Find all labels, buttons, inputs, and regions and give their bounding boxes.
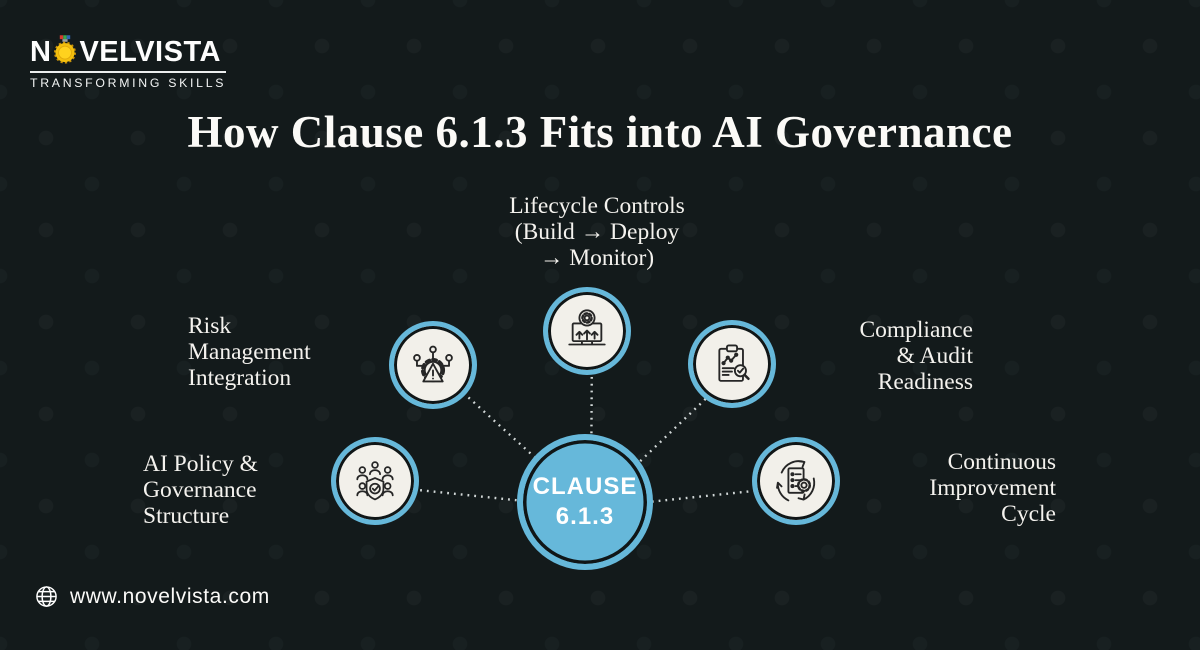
label-risk-management: Risk Management Integration [188, 313, 311, 391]
footer: www.novelvista.com [34, 584, 270, 609]
novelvista-logo: N VELVISTA TRANSFORMING SKILLS [30, 34, 227, 90]
node-compliance-audit [688, 320, 776, 408]
node-risk-management [389, 321, 477, 409]
logo-tagline: TRANSFORMING SKILLS [30, 71, 227, 90]
node-ai-policy-governance [331, 437, 419, 525]
label-continuous-improvement: Continuous Improvement Cycle [929, 449, 1056, 527]
page-title: How Clause 6.1.3 Fits into AI Governance [187, 107, 1013, 157]
team-shield-icon [356, 461, 394, 501]
central-clause-node: CLAUSE 6.1.3 [517, 434, 653, 570]
website-link[interactable]: www.novelvista.com [70, 584, 270, 608]
logo-text-prefix: N [30, 36, 52, 68]
gear-alert-network-icon [413, 345, 453, 383]
label-ai-policy-governance: AI Policy & Governance Structure [143, 451, 258, 529]
central-clause-label: CLAUSE 6.1.3 [532, 473, 638, 530]
logo-text-suffix: VELVISTA [79, 36, 221, 68]
label-compliance-audit: Compliance & Audit Readiness [859, 317, 973, 395]
cycle-checklist-icon [776, 460, 816, 502]
globe-icon [36, 586, 57, 607]
deploy-laptop-icon [568, 309, 606, 346]
node-lifecycle-controls [543, 287, 631, 375]
audit-clipboard-icon [718, 344, 750, 382]
medal-icon [54, 34, 77, 64]
node-continuous-improvement [752, 437, 840, 525]
label-lifecycle-controls: Lifecycle Controls (Build → Deploy → Mon… [509, 193, 685, 271]
